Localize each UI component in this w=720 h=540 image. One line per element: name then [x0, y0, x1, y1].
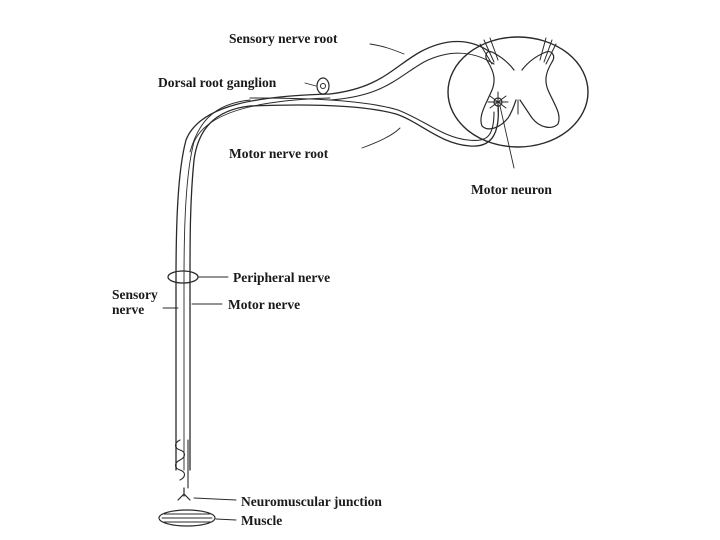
motor-nerve-root-fiber	[249, 103, 500, 147]
sensory-nerve-root-fiber-inner	[329, 52, 495, 101]
label-motor-nerve: Motor nerve	[228, 297, 301, 312]
motor-nerve-root-fiber-inner	[249, 97, 495, 141]
grey-matter-right	[519, 51, 560, 128]
spinal-cord-cross-section	[447, 36, 589, 169]
neuromuscular-junction-leader	[193, 497, 237, 501]
label-motor-neuron: Motor neuron	[471, 182, 552, 197]
motor-nerve-root-leader	[361, 127, 401, 149]
label-sensory-nerve: Sensory nerve	[112, 287, 158, 317]
sensory-nerve-root-leader	[369, 43, 405, 55]
nerve-trunk-outer-left	[175, 93, 331, 471]
nerve-terminal-coils	[174, 439, 186, 481]
nerve-trunk-outer-right	[189, 105, 251, 471]
motor-neuron-pointer	[499, 105, 515, 169]
sensory-nerve-root-fiber	[329, 40, 491, 95]
label-neuromuscular-junction: Neuromuscular junction	[241, 494, 382, 509]
label-motor-nerve-root: Motor nerve root	[229, 146, 329, 161]
muscle-fiber	[158, 509, 216, 527]
grey-matter-left	[480, 51, 517, 130]
dorsal-rootlets-right	[539, 37, 557, 65]
label-sensory-nerve-root: Sensory nerve root	[229, 31, 338, 46]
neuromuscular-junction-mark	[177, 487, 191, 501]
spinal-cord-outline	[447, 36, 589, 148]
peripheral-nerve-sheath	[167, 270, 199, 284]
dorsal-root-ganglion-leader	[304, 82, 317, 87]
dorsal-root-ganglion-body	[316, 77, 330, 95]
label-muscle: Muscle	[241, 513, 283, 528]
label-dorsal-root-ganglion: Dorsal root ganglion	[158, 75, 277, 90]
label-peripheral-nerve: Peripheral nerve	[233, 270, 331, 285]
nerve-trunk-inner-1	[183, 97, 331, 471]
muscle-leader	[215, 518, 237, 521]
nerve-trunk-inner-2	[189, 99, 251, 153]
